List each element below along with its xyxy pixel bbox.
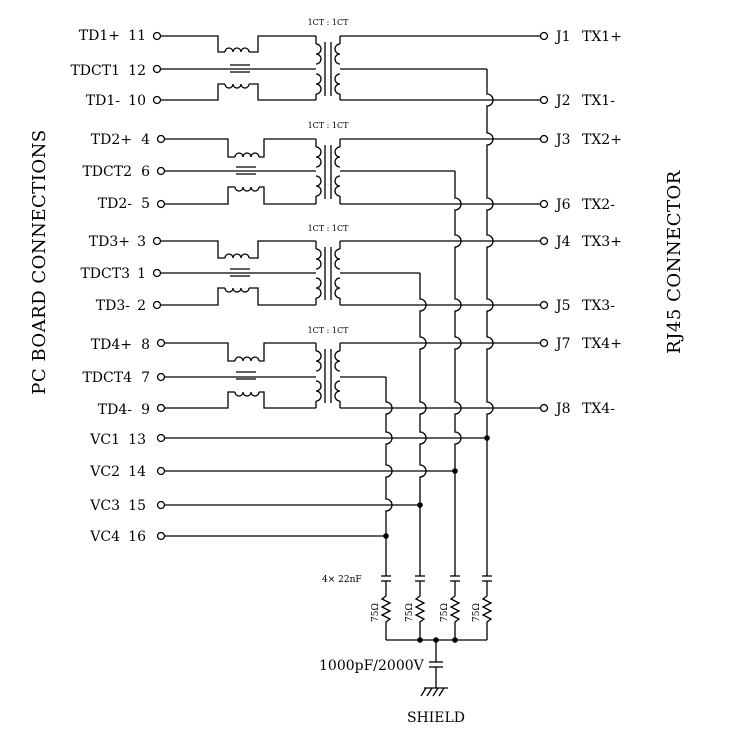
capacitor-bank bbox=[381, 575, 492, 596]
left-pin-name: VC1 bbox=[89, 432, 120, 448]
right-jack-label: J7 bbox=[554, 336, 571, 352]
resistor-label-3: 75Ω bbox=[440, 603, 450, 622]
left-pin-name: TD1- bbox=[86, 93, 120, 109]
left-pin-name: TD1+ bbox=[79, 28, 120, 44]
left-pin-number: 15 bbox=[128, 498, 146, 514]
right-jack-label: J8 bbox=[554, 401, 571, 417]
left-pin-number: 1 bbox=[137, 266, 146, 282]
left-pin-number: 3 bbox=[137, 234, 146, 250]
transformer-channel-3 bbox=[161, 240, 540, 306]
left-pin-name: TD2+ bbox=[91, 132, 132, 148]
left-pin-name: TD4+ bbox=[91, 337, 132, 353]
left-terminals bbox=[152, 31, 166, 541]
left-pin-number: 7 bbox=[141, 370, 150, 386]
right-signal-label: TX1- bbox=[582, 93, 615, 109]
left-pin-name: TDCT3 bbox=[80, 266, 130, 282]
hv-capacitor-and-ground bbox=[420, 640, 448, 697]
ratio-label-4: 1CT : 1CT bbox=[308, 326, 350, 335]
left-pin-number: 14 bbox=[128, 464, 146, 480]
left-pin-name: TDCT2 bbox=[82, 164, 132, 180]
right-signal-label: TX1+ bbox=[582, 29, 622, 45]
left-pin-name: TD2- bbox=[98, 196, 132, 212]
right-jack-label: J1 bbox=[554, 29, 571, 45]
left-pin-name: TDCT1 bbox=[70, 63, 120, 79]
left-pin-name: VC4 bbox=[89, 529, 120, 545]
ratio-label-3: 1CT : 1CT bbox=[308, 224, 350, 233]
right-signal-label: TX4+ bbox=[582, 336, 622, 352]
right-jack-label: J2 bbox=[554, 93, 571, 109]
left-pin-number: 8 bbox=[141, 337, 150, 353]
left-pin-name: TD3- bbox=[96, 298, 130, 314]
ratio-label-2: 1CT : 1CT bbox=[308, 121, 350, 130]
ratio-label-1: 1CT : 1CT bbox=[308, 18, 350, 27]
left-pin-name: VC2 bbox=[89, 464, 120, 480]
vc-wires bbox=[165, 435, 490, 539]
left-pin-number: 16 bbox=[128, 529, 146, 545]
left-pin-number: 5 bbox=[141, 196, 150, 212]
right-terminals bbox=[539, 31, 549, 413]
left-pin-number: 4 bbox=[141, 132, 150, 148]
right-signal-label: TX2+ bbox=[582, 132, 622, 148]
left-pin-name: TD4- bbox=[98, 402, 132, 418]
transformer-channel-1 bbox=[161, 35, 540, 101]
right-side-label: RJ45 CONNECTOR bbox=[664, 170, 685, 354]
cap-bank-label: 4× 22nF bbox=[322, 575, 362, 585]
left-pin-number: 12 bbox=[128, 63, 146, 79]
right-jack-label: J5 bbox=[554, 298, 571, 314]
left-pin-name: TD3+ bbox=[89, 234, 130, 250]
left-pin-number: 10 bbox=[128, 93, 146, 109]
transformer-channel-4 bbox=[165, 342, 540, 409]
center-tap-wires bbox=[385, 69, 494, 576]
right-signal-label: TX2- bbox=[582, 197, 615, 213]
hv-cap-label: 1000pF/2000V bbox=[319, 658, 425, 674]
left-pin-number: 9 bbox=[141, 402, 150, 418]
right-signal-label: TX3- bbox=[582, 298, 615, 314]
right-jack-label: J6 bbox=[554, 197, 571, 213]
resistor-label-4: 75Ω bbox=[472, 603, 482, 622]
resistor-label-2: 75Ω bbox=[405, 603, 415, 622]
right-signal-label: TX4- bbox=[582, 401, 615, 417]
left-pin-name: VC3 bbox=[89, 498, 120, 514]
right-signal-label: TX3+ bbox=[582, 234, 622, 250]
right-jack-label: J3 bbox=[554, 132, 571, 148]
resistor-label-1: 75Ω bbox=[371, 603, 381, 622]
left-pin-number: 11 bbox=[128, 28, 146, 44]
left-pin-number: 2 bbox=[137, 298, 146, 314]
right-jack-label: J4 bbox=[554, 234, 571, 250]
shield-label: SHIELD bbox=[407, 710, 465, 726]
left-pin-number: 13 bbox=[128, 432, 146, 448]
transformer-channel-2 bbox=[165, 138, 540, 205]
left-side-label: PC BOARD CONNECTIONS bbox=[29, 129, 50, 395]
left-pin-name: TDCT4 bbox=[82, 370, 132, 386]
left-pin-number: 6 bbox=[141, 164, 150, 180]
